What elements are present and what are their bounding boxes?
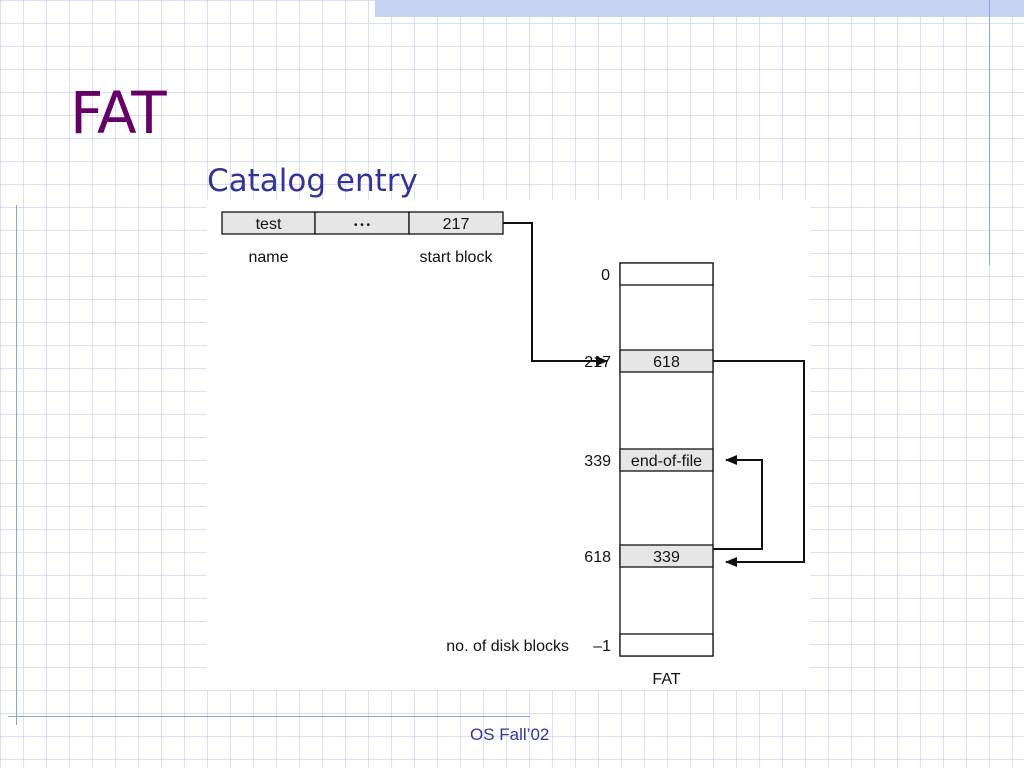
- fat-index-last: –1: [593, 638, 611, 655]
- fat-index-339: 339: [584, 453, 611, 470]
- bottom-horizontal-rule: [8, 716, 530, 717]
- pointer-arrows: [503, 222, 805, 567]
- top-accent-bar: [375, 0, 1024, 17]
- entry-start-block-value: 217: [443, 216, 470, 233]
- right-vertical-rule: [989, 0, 990, 265]
- fat-value-217: 618: [653, 354, 680, 371]
- arrow-618-to-339: [713, 455, 763, 550]
- fat-caption: FAT: [652, 671, 680, 688]
- entry-ellipsis-value: • • •: [354, 220, 371, 231]
- fat-entry-0: [619, 262, 714, 286]
- arrow-start-block-to-217: [503, 222, 608, 366]
- catalog-entry: test • • • 217 name start block: [221, 211, 504, 266]
- fat-index-217: 217: [584, 354, 611, 371]
- fat-table: 618 end-of-file 339 0 217 339 618 –1 no.…: [446, 262, 714, 688]
- arrow-217-to-618: [713, 360, 805, 567]
- disk-blocks-label: no. of disk blocks: [446, 638, 569, 655]
- fat-entry-last: [619, 633, 714, 657]
- fat-value-339: end-of-file: [631, 453, 702, 470]
- entry-start-block-label: start block: [420, 249, 494, 266]
- entry-name-label: name: [248, 249, 288, 266]
- fat-index-0: 0: [601, 267, 610, 284]
- slide-footer: OS Fall’02: [470, 725, 550, 744]
- fat-entry-618: [619, 544, 714, 568]
- fat-entry-339: [619, 448, 714, 472]
- slide-title: FAT: [70, 79, 167, 147]
- fat-index-618: 618: [584, 549, 611, 566]
- fat-value-618: 339: [653, 549, 680, 566]
- subtitle: Catalog entry: [207, 163, 418, 199]
- entry-name-value: test: [256, 216, 282, 233]
- left-vertical-rule: [16, 205, 17, 725]
